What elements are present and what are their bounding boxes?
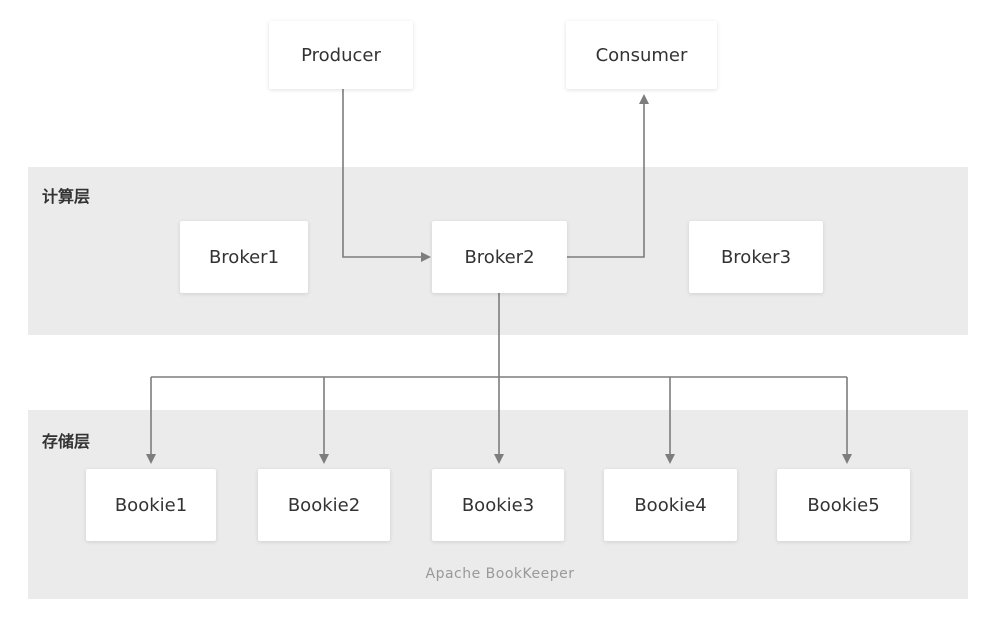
bookie4-node: Bookie4 [604, 469, 737, 541]
consumer-node: Consumer [566, 21, 717, 89]
bookie3-node: Bookie3 [432, 469, 564, 541]
broker2-node: Broker2 [432, 221, 567, 293]
broker1-node: Broker1 [180, 221, 308, 293]
bookie5-node: Bookie5 [777, 469, 910, 541]
broker3-node: Broker3 [689, 221, 823, 293]
storage-caption: Apache BookKeeper [425, 566, 575, 582]
bookie1-node: Bookie1 [86, 469, 216, 541]
bookie2-node: Bookie2 [258, 469, 390, 541]
storage-layer-label: 存储层 [42, 432, 91, 451]
compute-layer-label: 计算层 [42, 187, 91, 206]
producer-node: Producer [269, 21, 413, 89]
arrowhead-consumer [639, 94, 649, 104]
